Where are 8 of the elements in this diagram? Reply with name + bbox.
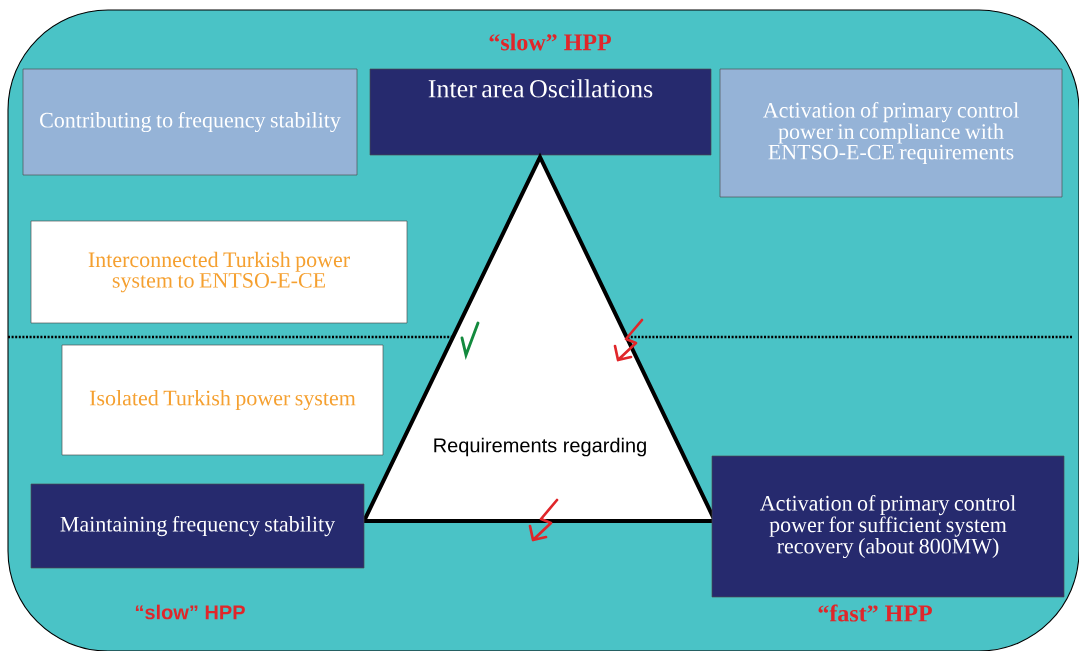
text-box: Contributing to frequency stability [22, 68, 358, 176]
text-box: Interconnected Turkish power system to ENTSO-E-CE [30, 220, 408, 324]
text-box: Activation of primary control power in compliance with ENTSO-E-CE requirements [719, 68, 1063, 198]
text-box: Isolated Turkish power system [61, 344, 384, 456]
text-box: Activation of primary control power for sufficient system recovery (about 800MW) [711, 455, 1065, 598]
text-box: Inter area Oscillations [369, 68, 712, 156]
heading-label: “slow” HPP [135, 604, 245, 620]
text-box: Maintaining frequency stability [30, 483, 365, 569]
